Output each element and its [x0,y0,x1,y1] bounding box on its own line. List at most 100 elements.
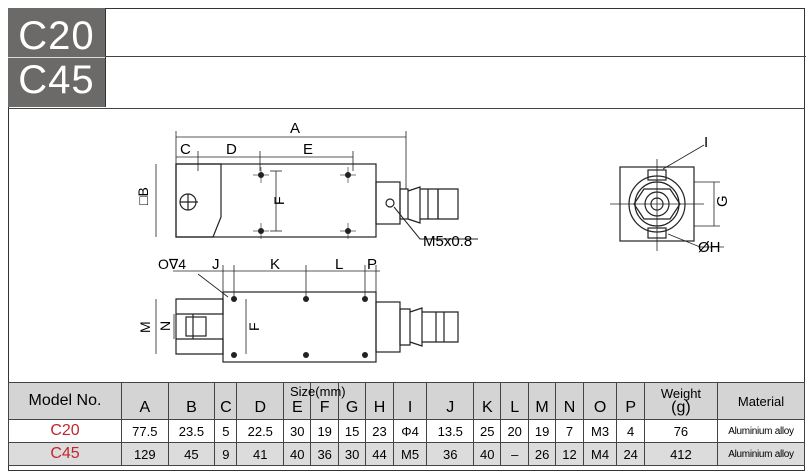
header-C: C [214,382,238,420]
cell: – [500,442,529,466]
dim-F-top: F [271,196,287,205]
model-title-c45: C45 [18,58,95,102]
cell: 22.5 [236,419,285,443]
header-I: I [392,382,428,420]
header-M: M [527,382,557,420]
header-L: L [500,382,529,420]
cell: 20 [500,419,529,443]
header-model-no: Model No. [8,382,122,420]
dim-G: G [714,195,731,207]
top-view-clamp [175,163,222,238]
technical-drawing: A C D E □B F M5x0.8 [8,108,805,383]
cell: M4 [582,442,618,466]
badge-divider [8,57,105,58]
cell: 40 [283,442,312,466]
hole [231,296,237,302]
cell: 30 [283,419,312,443]
header-O: O [582,382,618,420]
table-row: C45 129 45 9 41 40 36 30 44 M5 36 40 – 2… [8,442,805,466]
header-G: G [337,382,367,420]
top-fitting [399,186,459,224]
cell: 36 [310,442,339,466]
dim-M5: M5x0.8 [423,233,472,250]
dim-D: D [226,141,237,158]
cell: 12 [555,442,584,466]
header-weight: Weight(g) [643,382,719,420]
dim-F-side: F [246,322,262,331]
hole [362,296,368,302]
header-P: P [616,382,645,420]
table-row: C20 77.5 23.5 5 22.5 30 19 15 23 Φ4 13.5… [8,419,805,443]
cell: 25 [473,419,502,443]
header-N: N [555,382,584,420]
cell: Φ4 [392,419,428,443]
cell: 4 [616,419,645,443]
header-divider [105,56,806,57]
row-model: C45 [8,442,122,466]
header-F: F [310,382,339,420]
model-title-c20: C20 [18,14,95,58]
header-E: E [283,382,312,420]
dim-B: □B [135,187,151,205]
dim-N: N [157,321,173,331]
hole [231,352,237,358]
cell: 26 [527,442,557,466]
cell: 44 [365,442,394,466]
header-D: D [236,382,285,420]
cell: 77.5 [121,419,169,443]
hole [362,352,368,358]
header-size: Size(mm) [290,384,346,399]
dim-L: L [335,256,343,273]
cell: 45 [167,442,216,466]
header-material: Material [717,382,805,420]
cell: 30 [337,442,367,466]
side-view-jaws [175,298,224,355]
hole [303,296,309,302]
cell: 7 [555,419,584,443]
dim-A: A [290,120,300,137]
dim-E: E [303,141,313,158]
header-H: H [365,382,394,420]
top-view-tail [375,181,401,225]
hole [303,352,309,358]
cell: 5 [214,419,238,443]
dim-P: P [367,256,377,273]
side-fitting [399,307,459,347]
cell-weight: 412 [643,442,719,466]
dim-H: ØH [698,239,721,256]
drawing-svg: A C D E □B F M5x0.8 [135,120,731,363]
row-model: C20 [8,419,122,443]
cell-material: Aluminium alloy [717,442,805,466]
cell: 23 [365,419,394,443]
dim-K: K [270,256,280,273]
cell: M3 [582,419,618,443]
cell: 129 [121,442,169,466]
sheet-frame [8,8,805,471]
cell: 9 [214,442,238,466]
dim-C: C [180,141,191,158]
cell: 19 [527,419,557,443]
cell: 19 [310,419,339,443]
side-tail [375,301,401,353]
dim-I: I [704,134,708,151]
cell-material: Aluminium alloy [717,419,805,443]
cell: 41 [236,442,285,466]
cell: 40 [473,442,502,466]
header-B: B [167,382,216,420]
side-view-holes [231,296,368,358]
model-badge: C20 C45 [8,8,106,107]
dim-O: O∇4 [158,256,186,272]
header-J: J [426,382,475,420]
dim-J: J [212,256,220,273]
header-K: K [473,382,502,420]
cell: 23.5 [167,419,216,443]
cell: M5 [392,442,428,466]
cell: 13.5 [426,419,475,443]
cell: 15 [337,419,367,443]
cell: 36 [426,442,475,466]
dim-M: M [137,321,153,333]
